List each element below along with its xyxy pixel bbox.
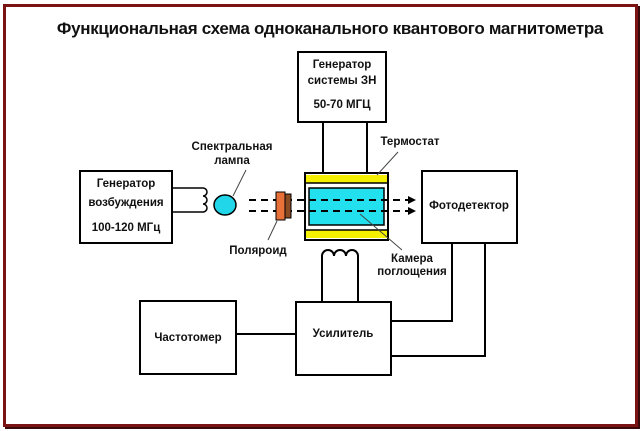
excitation-generator-frequency: 100-120 МГц [92,222,161,234]
excitation-generator-label-1: Генератор [97,178,156,190]
arrow-head-upper-icon [408,196,416,204]
amplifier-block: Усилитель [295,301,392,376]
polaroid [275,191,292,221]
chamber-leader-line [359,213,403,251]
zn-generator-block: Генератор системы ЗН 50-70 МГЦ [297,51,387,123]
thermostat-cell [304,172,389,241]
wire-detector-amplifier-2 [391,243,486,357]
polaroid-leader-line [267,220,278,241]
spectral-lamp-label-1: Спектральная [192,141,273,153]
arrow-head-lower-icon [408,207,416,215]
thermostat-band-bottom [306,230,387,238]
polaroid-label: Поляроид [229,245,287,257]
excitation-generator-block: Генератор возбуждения 100-120 МГц [79,170,173,244]
absorption-chamber [308,187,385,226]
zn-generator-frequency: 50-70 МГЦ [313,99,371,111]
excitation-coil-icon [172,187,208,213]
amplifier-label: Усилитель [313,328,374,340]
photodetector-label: Фотодетектор [429,200,509,212]
spectral-lamp-icon [213,194,237,216]
chamber-label-1: Камера [391,253,433,265]
chamber-label-2: поглощения [377,266,446,278]
lamp-leader-line [232,169,247,197]
excitation-generator-label-2: возбуждения [88,197,163,209]
spectral-lamp-label-2: лампа [214,155,250,167]
frequency-meter-label: Частотомер [154,332,221,344]
thermostat-band-top [306,175,387,183]
zn-generator-label-1: Генератор [313,59,372,71]
diagram-title: Функциональная схема одноканального кван… [57,19,604,38]
thermostat-leader-line [376,151,399,176]
frequency-meter-block: Частотомер [139,300,237,375]
zn-generator-label-2: системы ЗН [308,75,377,87]
thermostat-label: Термостат [380,136,439,148]
wire-detector-amplifier-1 [391,243,453,322]
rf-coil-icon [321,249,359,302]
photodetector-block: Фотодетектор [421,170,518,244]
